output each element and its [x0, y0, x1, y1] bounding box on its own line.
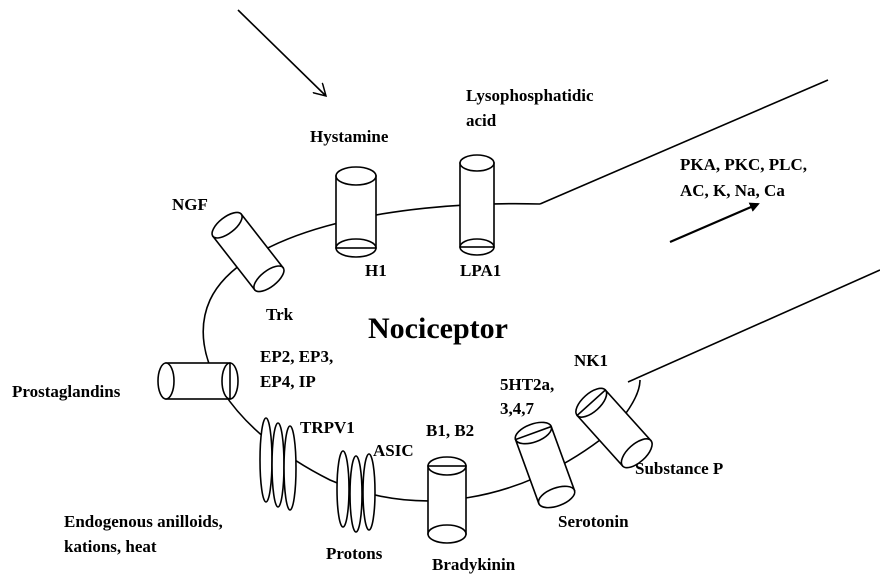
- label-lysophosphatidic-2: acid: [466, 111, 497, 130]
- label-ep-1: EP2, EP3,: [260, 347, 333, 366]
- axon-lower-line: [628, 270, 880, 382]
- label-b1b2: B1, B2: [426, 421, 474, 440]
- label-ngf: NGF: [172, 195, 208, 214]
- input-arrow: [238, 10, 326, 96]
- label-lpa1: LPA1: [460, 261, 501, 280]
- label-trpv1: TRPV1: [300, 418, 355, 437]
- label-lysophosphatidic-1: Lysophosphatidic: [466, 86, 594, 105]
- lpa1-receptor: [460, 155, 494, 255]
- label-h1: H1: [365, 261, 387, 280]
- h1-receptor: [336, 167, 376, 257]
- label-substance-p: Substance P: [635, 459, 723, 478]
- label-5ht-1: 5HT2a,: [500, 375, 554, 394]
- label-ep-2: EP4, IP: [260, 372, 316, 391]
- label-endogenous-1: Endogenous anilloids,: [64, 512, 223, 531]
- trpv1-channel: [260, 418, 296, 510]
- nociceptor-title: Nociceptor: [368, 312, 508, 345]
- label-kinases-2: AC, K, Na, Ca: [680, 181, 785, 200]
- ep-receptor: [158, 363, 238, 399]
- asic-channel: [337, 451, 375, 532]
- label-prostaglandins: Prostaglandins: [12, 382, 121, 401]
- label-bradykinin: Bradykinin: [432, 555, 516, 574]
- label-serotonin: Serotonin: [558, 512, 629, 531]
- label-5ht-2: 3,4,7: [500, 399, 535, 418]
- 5ht-receptor: [512, 418, 577, 512]
- label-asic: ASIC: [373, 441, 414, 460]
- label-hystamine: Hystamine: [310, 127, 389, 146]
- label-endogenous-2: kations, heat: [64, 537, 157, 556]
- label-kinases-1: PKA, PKC, PLC,: [680, 155, 807, 174]
- b1b2-receptor: [428, 457, 466, 543]
- label-trk: Trk: [266, 305, 294, 324]
- label-nk1: NK1: [574, 351, 608, 370]
- output-arrow: [670, 204, 758, 242]
- label-protons: Protons: [326, 544, 383, 563]
